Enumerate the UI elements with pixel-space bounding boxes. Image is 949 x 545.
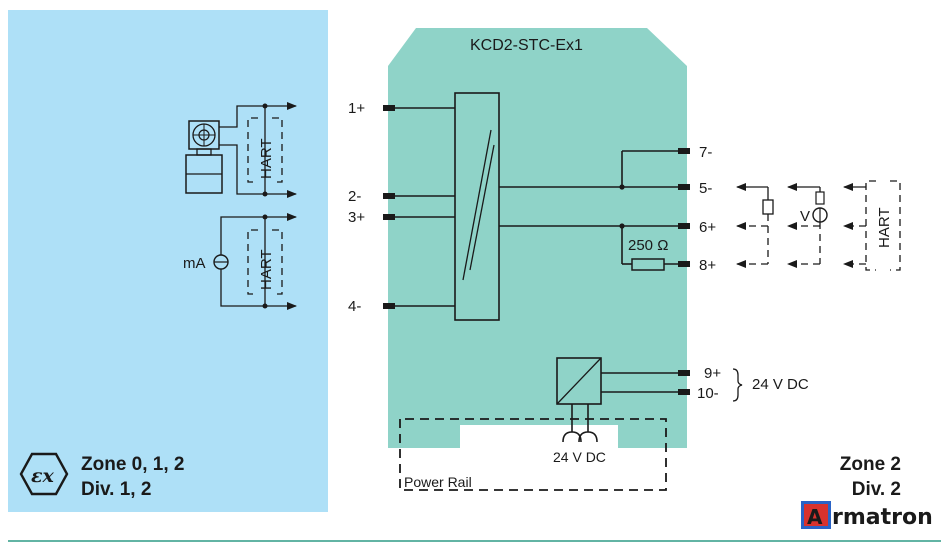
power-rail-outline (399, 418, 667, 491)
terminal-6-label: 6+ (699, 219, 716, 236)
terminal-7-label: 7- (699, 144, 712, 161)
ma-label: mA (183, 255, 206, 272)
svg-text:εx: εx (31, 465, 55, 487)
ex-hexagon-icon: εx (19, 452, 69, 496)
rail-supply-label: 24 V DC (553, 449, 606, 465)
load-resistor (762, 199, 774, 215)
hazardous-area-panel (8, 10, 328, 512)
terminal-5-label: 5- (699, 180, 712, 197)
brand-text: rmatron (832, 505, 933, 530)
hazardous-div-label: Div. 1, 2 (81, 479, 151, 500)
terminal-1-label: 1+ (348, 100, 365, 117)
terminal-9-label: 9+ (704, 365, 721, 382)
supply-brace (732, 368, 743, 402)
terminal-2-label: 2- (348, 188, 361, 205)
safe-zone-label: Zone 2 (840, 454, 901, 475)
terminal-10-label: 10- (697, 385, 719, 402)
terminal-3-label: 3+ (348, 209, 365, 226)
brand-letter: A (807, 505, 823, 529)
supply-label: 24 V DC (752, 376, 809, 393)
device-name: KCD2-STC-Ex1 (470, 37, 583, 54)
voltmeter-label: V (800, 208, 810, 225)
hart-box-right (865, 180, 876, 271)
hart-box-lower (247, 229, 258, 295)
resistor-label: 250 Ω (628, 237, 668, 254)
hart-label-right: HART (876, 207, 893, 248)
power-rail-label: Power Rail (404, 474, 472, 490)
isolator-block (454, 92, 500, 321)
power-converter-block (556, 357, 602, 405)
hart-label-lower: HART (258, 249, 275, 290)
terminal-8-label: 8+ (699, 257, 716, 274)
transmitter-icon (185, 120, 223, 194)
hazardous-zone-label: Zone 0, 1, 2 (81, 454, 184, 475)
device-housing (388, 28, 687, 448)
brand-logo: A rmatron (801, 501, 933, 530)
hart-box-upper (247, 117, 258, 183)
safe-div-label: Div. 2 (852, 479, 901, 500)
terminal-4-label: 4- (348, 298, 361, 315)
hart-label-upper: HART (258, 138, 275, 179)
